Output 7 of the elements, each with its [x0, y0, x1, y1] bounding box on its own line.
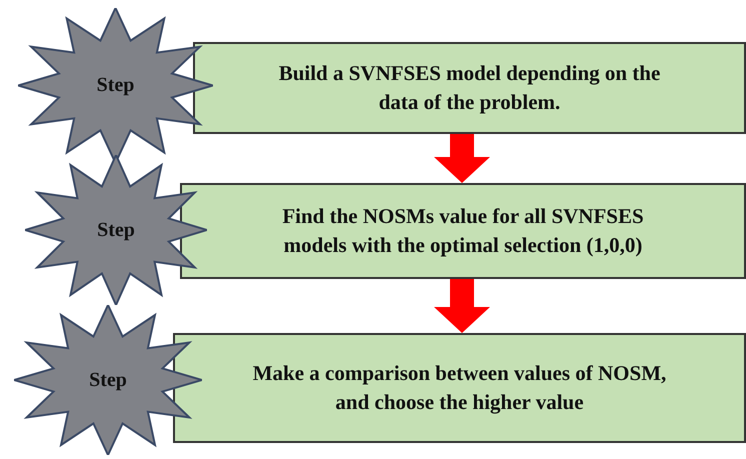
process-box: Build a SVNFSES model depending on the data of the problem.: [193, 42, 746, 134]
starburst-shape: Step: [14, 305, 202, 455]
arrow: [434, 279, 490, 333]
starburst-shape: Step: [25, 155, 207, 305]
process-box: Find the NOSMs value for all SVNFSES models with the optimal selection (1,0,0): [180, 183, 746, 279]
arrow: [434, 134, 490, 183]
process-box: Make a comparison between values of NOSM, and choose the higher value: [173, 333, 746, 443]
